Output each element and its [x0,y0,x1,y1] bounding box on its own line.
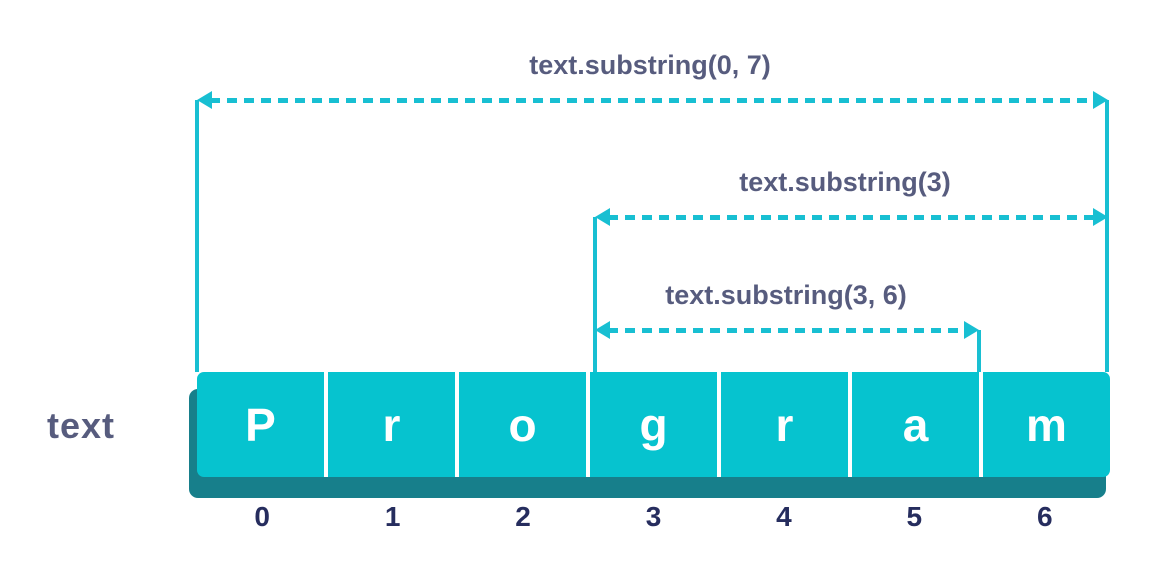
boundary-line-index-6 [977,330,981,372]
boundary-line-index-3 [593,217,597,372]
index-label-2: 2 [515,501,531,532]
arrow-left-icon [595,321,610,339]
arrow-left-icon [197,91,212,109]
annotation-label-substring-0-7: text.substring(0, 7) [529,50,771,80]
char-cell-5: a [848,372,979,477]
annotation-label-substring-3-6: text.substring(3, 6) [665,280,907,310]
arrow-right-icon [964,321,979,339]
index-label-1: 1 [384,501,401,532]
arrow-left-icon [595,208,610,226]
index-label-4: 4 [776,501,792,532]
boundary-line-index-7 [1105,100,1109,372]
index-label-5: 5 [906,501,923,532]
char-cell-0: P [245,398,276,451]
dashed-line [210,97,1095,103]
arrow-right-icon [1093,208,1108,226]
index-label-3: 3 [645,501,662,532]
index-label-6: 6 [1036,501,1053,532]
dashed-line [608,214,1095,220]
variable-name-label: text [47,405,116,446]
arrow-right-icon [1093,91,1108,109]
dashed-line [608,327,966,333]
char-cell-3: g [586,372,717,477]
char-cell-1: r [324,372,455,477]
range-arrow-substring-0-7 [197,91,1108,109]
boundary-line-index-0 [195,100,199,372]
string-cell-row: P r o g r a m [197,372,1110,477]
char-cell-6: m [979,372,1110,477]
index-label-0: 0 [254,501,270,532]
range-arrow-substring-3-6 [595,321,979,339]
char-cell-2: o [455,372,586,477]
char-cell-4: r [717,372,848,477]
annotation-label-substring-3: text.substring(3) [739,167,951,197]
range-arrow-substring-3 [595,208,1108,226]
index-row: 0 1 2 3 4 5 6 [197,501,1110,533]
